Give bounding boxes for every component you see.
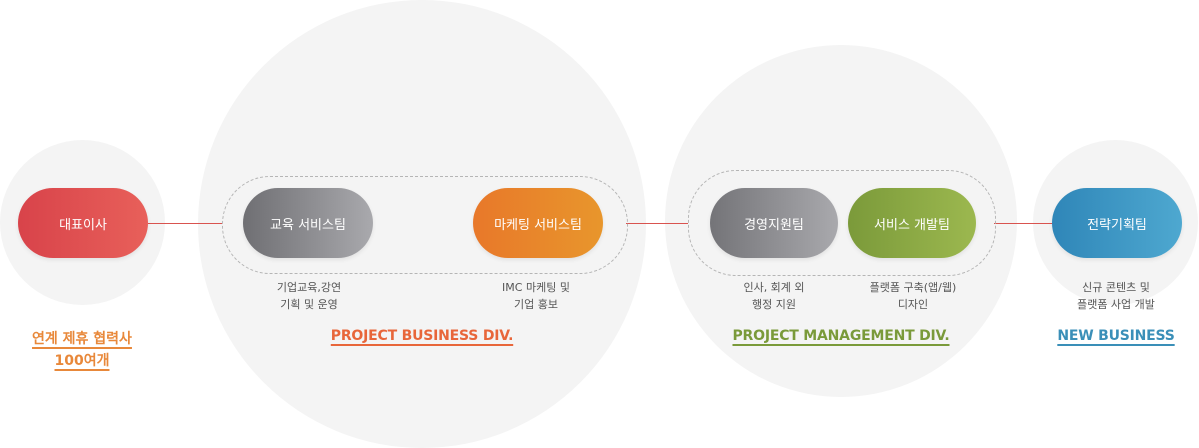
project-business-div-title: PROJECT BUSINESS DIV.	[330, 328, 514, 344]
strategy-planning-team-label: 전략기획팀	[1087, 217, 1147, 233]
project-management-div-title: PROJECT MANAGEMENT DIV.	[732, 328, 950, 344]
education-service-team-desc: 기업교육,강연 기획 및 운영	[276, 281, 342, 311]
education-service-team-node[interactable]: 교육 서비스팀	[243, 188, 373, 258]
strategy-planning-team-desc: 신규 콘텐츠 및 플랫폼 사업 개발	[1077, 281, 1155, 311]
partner-line-2: 100여개	[54, 353, 110, 369]
management-support-team-label: 경영지원팀	[744, 217, 804, 233]
management-support-team-node[interactable]: 경영지원팀	[710, 188, 838, 258]
connector-business-to-management	[626, 223, 688, 224]
service-development-team-desc: 플랫폼 구축(앱/웹) 디자인	[869, 281, 957, 311]
connector-ceo-to-business	[148, 223, 222, 224]
marketing-service-team-desc: IMC 마케팅 및 기업 홍보	[502, 281, 570, 311]
service-development-team-label: 서비스 개발팀	[874, 217, 950, 233]
ceo-label: 대표이사	[59, 217, 107, 233]
connector-management-to-new-business	[994, 223, 1054, 224]
project-management-team-group	[688, 170, 996, 276]
marketing-service-team-label: 마케팅 서비스팀	[494, 217, 582, 233]
service-development-team-node[interactable]: 서비스 개발팀	[848, 188, 976, 258]
project-business-team-group	[222, 176, 628, 274]
partner-line-1: 연계 제휴 협력사	[32, 331, 132, 347]
new-business-div-title: NEW BUSINESS	[1057, 328, 1175, 344]
strategy-planning-team-node[interactable]: 전략기획팀	[1052, 188, 1182, 258]
marketing-service-team-node[interactable]: 마케팅 서비스팀	[473, 188, 603, 258]
management-support-team-desc: 인사, 회계 외 행정 지원	[743, 281, 805, 311]
partner-info: 연계 제휴 협력사 100여개	[0, 328, 182, 372]
ceo-node[interactable]: 대표이사	[18, 188, 148, 258]
education-service-team-label: 교육 서비스팀	[270, 217, 346, 233]
